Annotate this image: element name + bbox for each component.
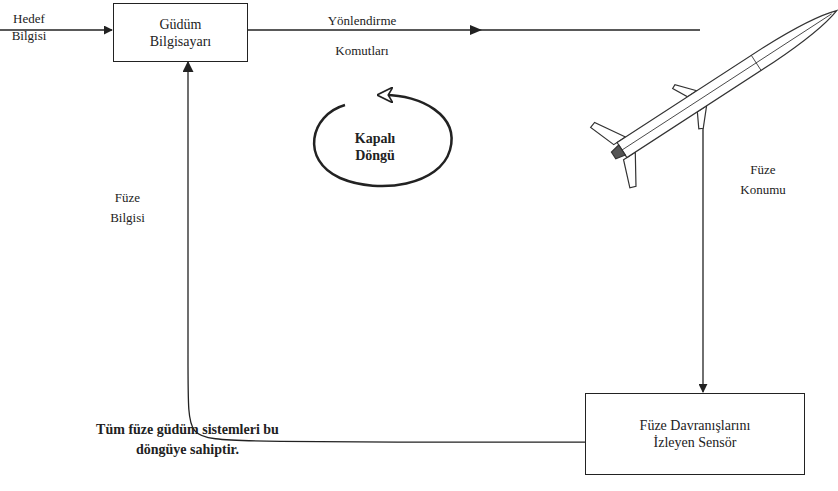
diagram-label: Tüm füze güdüm sistemleri bu döngüye sah… <box>95 420 280 460</box>
edge-label: Füze Bilgisi <box>100 188 155 228</box>
diagram-label: Füze Konumu <box>728 160 798 200</box>
diagram-label: Kapalı Döngü <box>340 130 410 164</box>
process-box: Füze Davranışlarını İzleyen Sensör <box>585 393 805 475</box>
box-text: Güdüm Bilgisayarı <box>131 16 231 50</box>
box-text: Füze Davranışlarını İzleyen Sensör <box>630 417 760 451</box>
missile <box>590 0 838 189</box>
feedback-arrow <box>188 62 585 442</box>
command-line <box>200 29 700 30</box>
process-box: Güdüm Bilgisayarı <box>113 3 248 62</box>
diagram-label: Yönlendirme Komutları <box>312 6 412 66</box>
loop-arrow <box>314 95 451 186</box>
diagram-label: Hedef Bilgisi <box>5 10 53 44</box>
command-arrowhead <box>470 25 482 35</box>
position-line <box>702 104 703 392</box>
